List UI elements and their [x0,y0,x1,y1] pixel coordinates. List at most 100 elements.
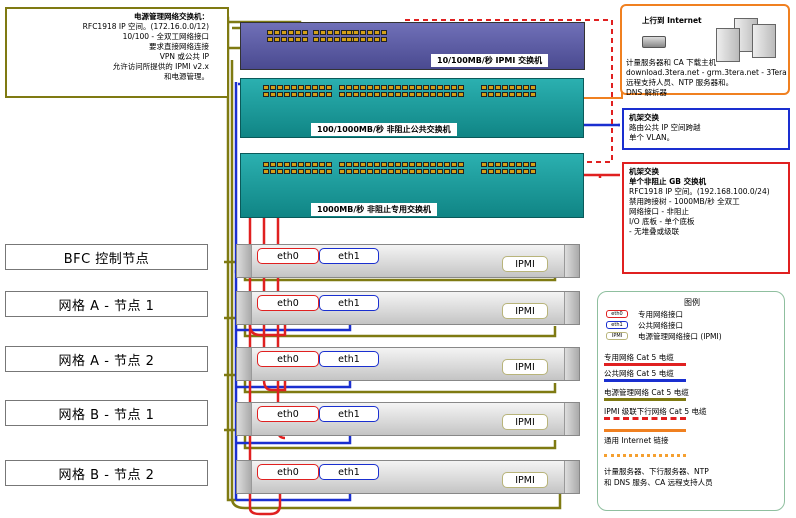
public-switch-label: 100/1000MB/秒 非阻止公共交换机 [311,123,457,136]
public-note-line: 机架交换 [629,113,659,122]
switch-port [313,37,319,42]
switch-port [458,92,464,97]
switch-port [437,169,443,174]
mgmt-note-line: 和电源管理。 [164,72,209,81]
public-switch: 100/1000MB/秒 非阻止公共交换机 [240,78,584,138]
switch-port [367,162,373,167]
node-label: 网格 B - 节点 1 [5,400,208,426]
switch-port [281,30,287,35]
switch-port [495,169,501,174]
ipmi-switch: 10/100MB/秒 IPMI 交换机 [240,22,585,70]
switch-port [437,162,443,167]
switch-port [346,85,352,90]
mgmt-note-line: VPN 或公共 IP [159,52,209,61]
switch-port [326,169,332,174]
switch-port [444,92,450,97]
switch-port [288,30,294,35]
ipmi-port: IPMI [502,256,548,272]
switch-port [319,162,325,167]
switch-port [284,162,290,167]
switch-port [263,92,269,97]
switch-port [302,30,308,35]
switch-port [263,162,269,167]
mgmt-note-line: RFC1918 IP 空间。(172.16.0.0/12) [82,22,209,31]
rack-ear [237,348,252,380]
rack-ear [237,245,252,277]
switch-port [353,92,359,97]
rack-ear [564,403,579,435]
eth0-port: eth0 [257,464,319,480]
switch-port [516,169,522,174]
switch-port [274,37,280,42]
switch-port [395,169,401,174]
switch-port [339,162,345,167]
switch-port [291,162,297,167]
switch-port [281,37,287,42]
switch-port [502,92,508,97]
legend-eth1-sample: eth1 [606,321,628,329]
rack-ear [237,461,252,493]
switch-port [295,37,301,42]
switch-port [502,162,508,167]
legend-mgmt-cable [604,398,686,401]
switch-port [305,85,311,90]
switch-port [270,162,276,167]
mgmt-note-line: 允许访问所提供的 IPMI v2.x [112,62,209,71]
switch-port [374,92,380,97]
legend-cable-label: 专用网络 Cat 5 电缆 [604,353,674,362]
switch-port [298,85,304,90]
switch-port [353,37,359,42]
switch-port [402,92,408,97]
switch-port [291,92,297,97]
switch-port [523,169,529,174]
switch-port [481,92,487,97]
switch-port [458,85,464,90]
private-note-line: RFC1918 IP 空间。(192.168.100.0/24) [629,187,770,196]
node-label: BFC 控制节点 [5,244,208,270]
switch-port [430,169,436,174]
switch-port [367,85,373,90]
rack-ear [564,245,579,277]
switch-port [509,162,515,167]
switch-port [395,162,401,167]
switch-port [319,92,325,97]
switch-port [516,92,522,97]
switch-port [277,162,283,167]
switch-port [284,169,290,174]
mgmt-note-line: 电源管理网络交换机： [134,12,209,21]
switch-port [298,92,304,97]
legend-public-cable [604,379,686,382]
switch-port [409,162,415,167]
private-note-line: 网络接口 - 非阻止 [629,207,689,216]
switch-port [291,169,297,174]
legend-cable-label: 电源管理网络 Cat 5 电缆 [604,388,689,397]
switch-port [516,162,522,167]
switch-port [353,162,359,167]
eth0-port: eth0 [257,406,319,422]
switch-port [530,92,536,97]
rack-ear [237,403,252,435]
switch-port [298,162,304,167]
switch-port [305,169,311,174]
eth0-port: eth0 [257,295,319,311]
switch-port [423,92,429,97]
legend-cable-label: 计量服务器、下行服务器、NTP [604,467,709,476]
switch-port [298,169,304,174]
switch-port [388,169,394,174]
switch-port [312,169,318,174]
switch-port [516,85,522,90]
switch-port [416,92,422,97]
switch-port [395,85,401,90]
ipmi-port: IPMI [502,414,548,430]
switch-port [302,37,308,42]
switch-port [320,30,326,35]
switch-port [381,162,387,167]
switch-port [326,92,332,97]
switch-port [367,37,373,42]
switch-port [291,85,297,90]
ipmi-port: IPMI [502,472,548,488]
switch-port [388,85,394,90]
legend-item-label: 电源管理网络接口 (IPMI) [638,332,722,341]
